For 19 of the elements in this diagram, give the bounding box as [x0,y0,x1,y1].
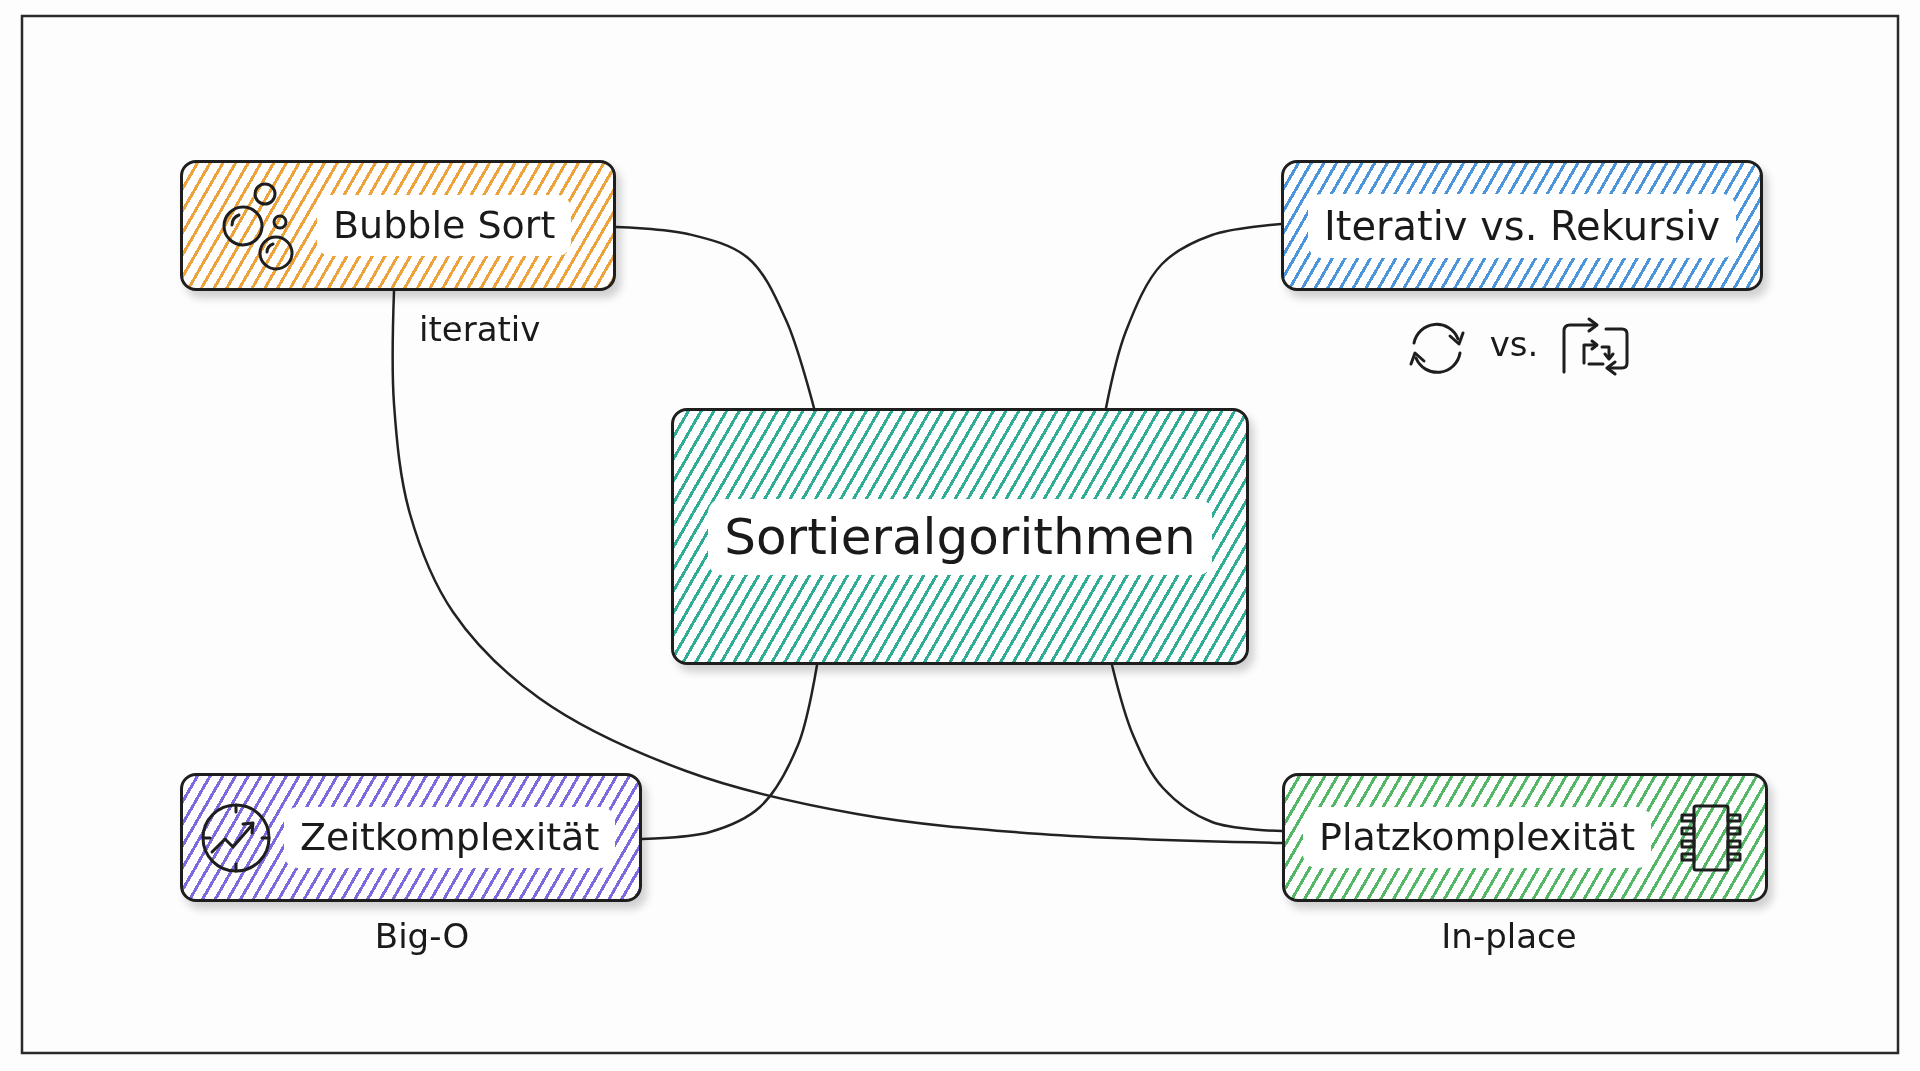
node-title: Sortieralgorithmen [708,498,1212,575]
node-title: Zeitkomplexität [284,806,616,869]
connector-line [614,225,816,410]
node-title: Platzkomplexität [1303,806,1652,869]
connector-line [1110,663,1284,833]
node-label: Big-O [374,916,470,957]
topic-box [180,160,616,291]
connector-line [640,663,819,841]
node-title: Bubble Sort [317,194,572,257]
connector-line [391,289,1284,845]
topic-box [1281,160,1763,291]
central-topic-box [671,408,1249,665]
node-title: Iterativ vs. Rekursiv [1307,193,1737,258]
node-label: iterativ [419,309,541,350]
node-label: In-place [1441,916,1577,957]
connector-line [1104,222,1283,410]
topic-box [180,773,642,902]
topic-box [1282,773,1768,902]
node-label: vs. [1489,324,1539,365]
